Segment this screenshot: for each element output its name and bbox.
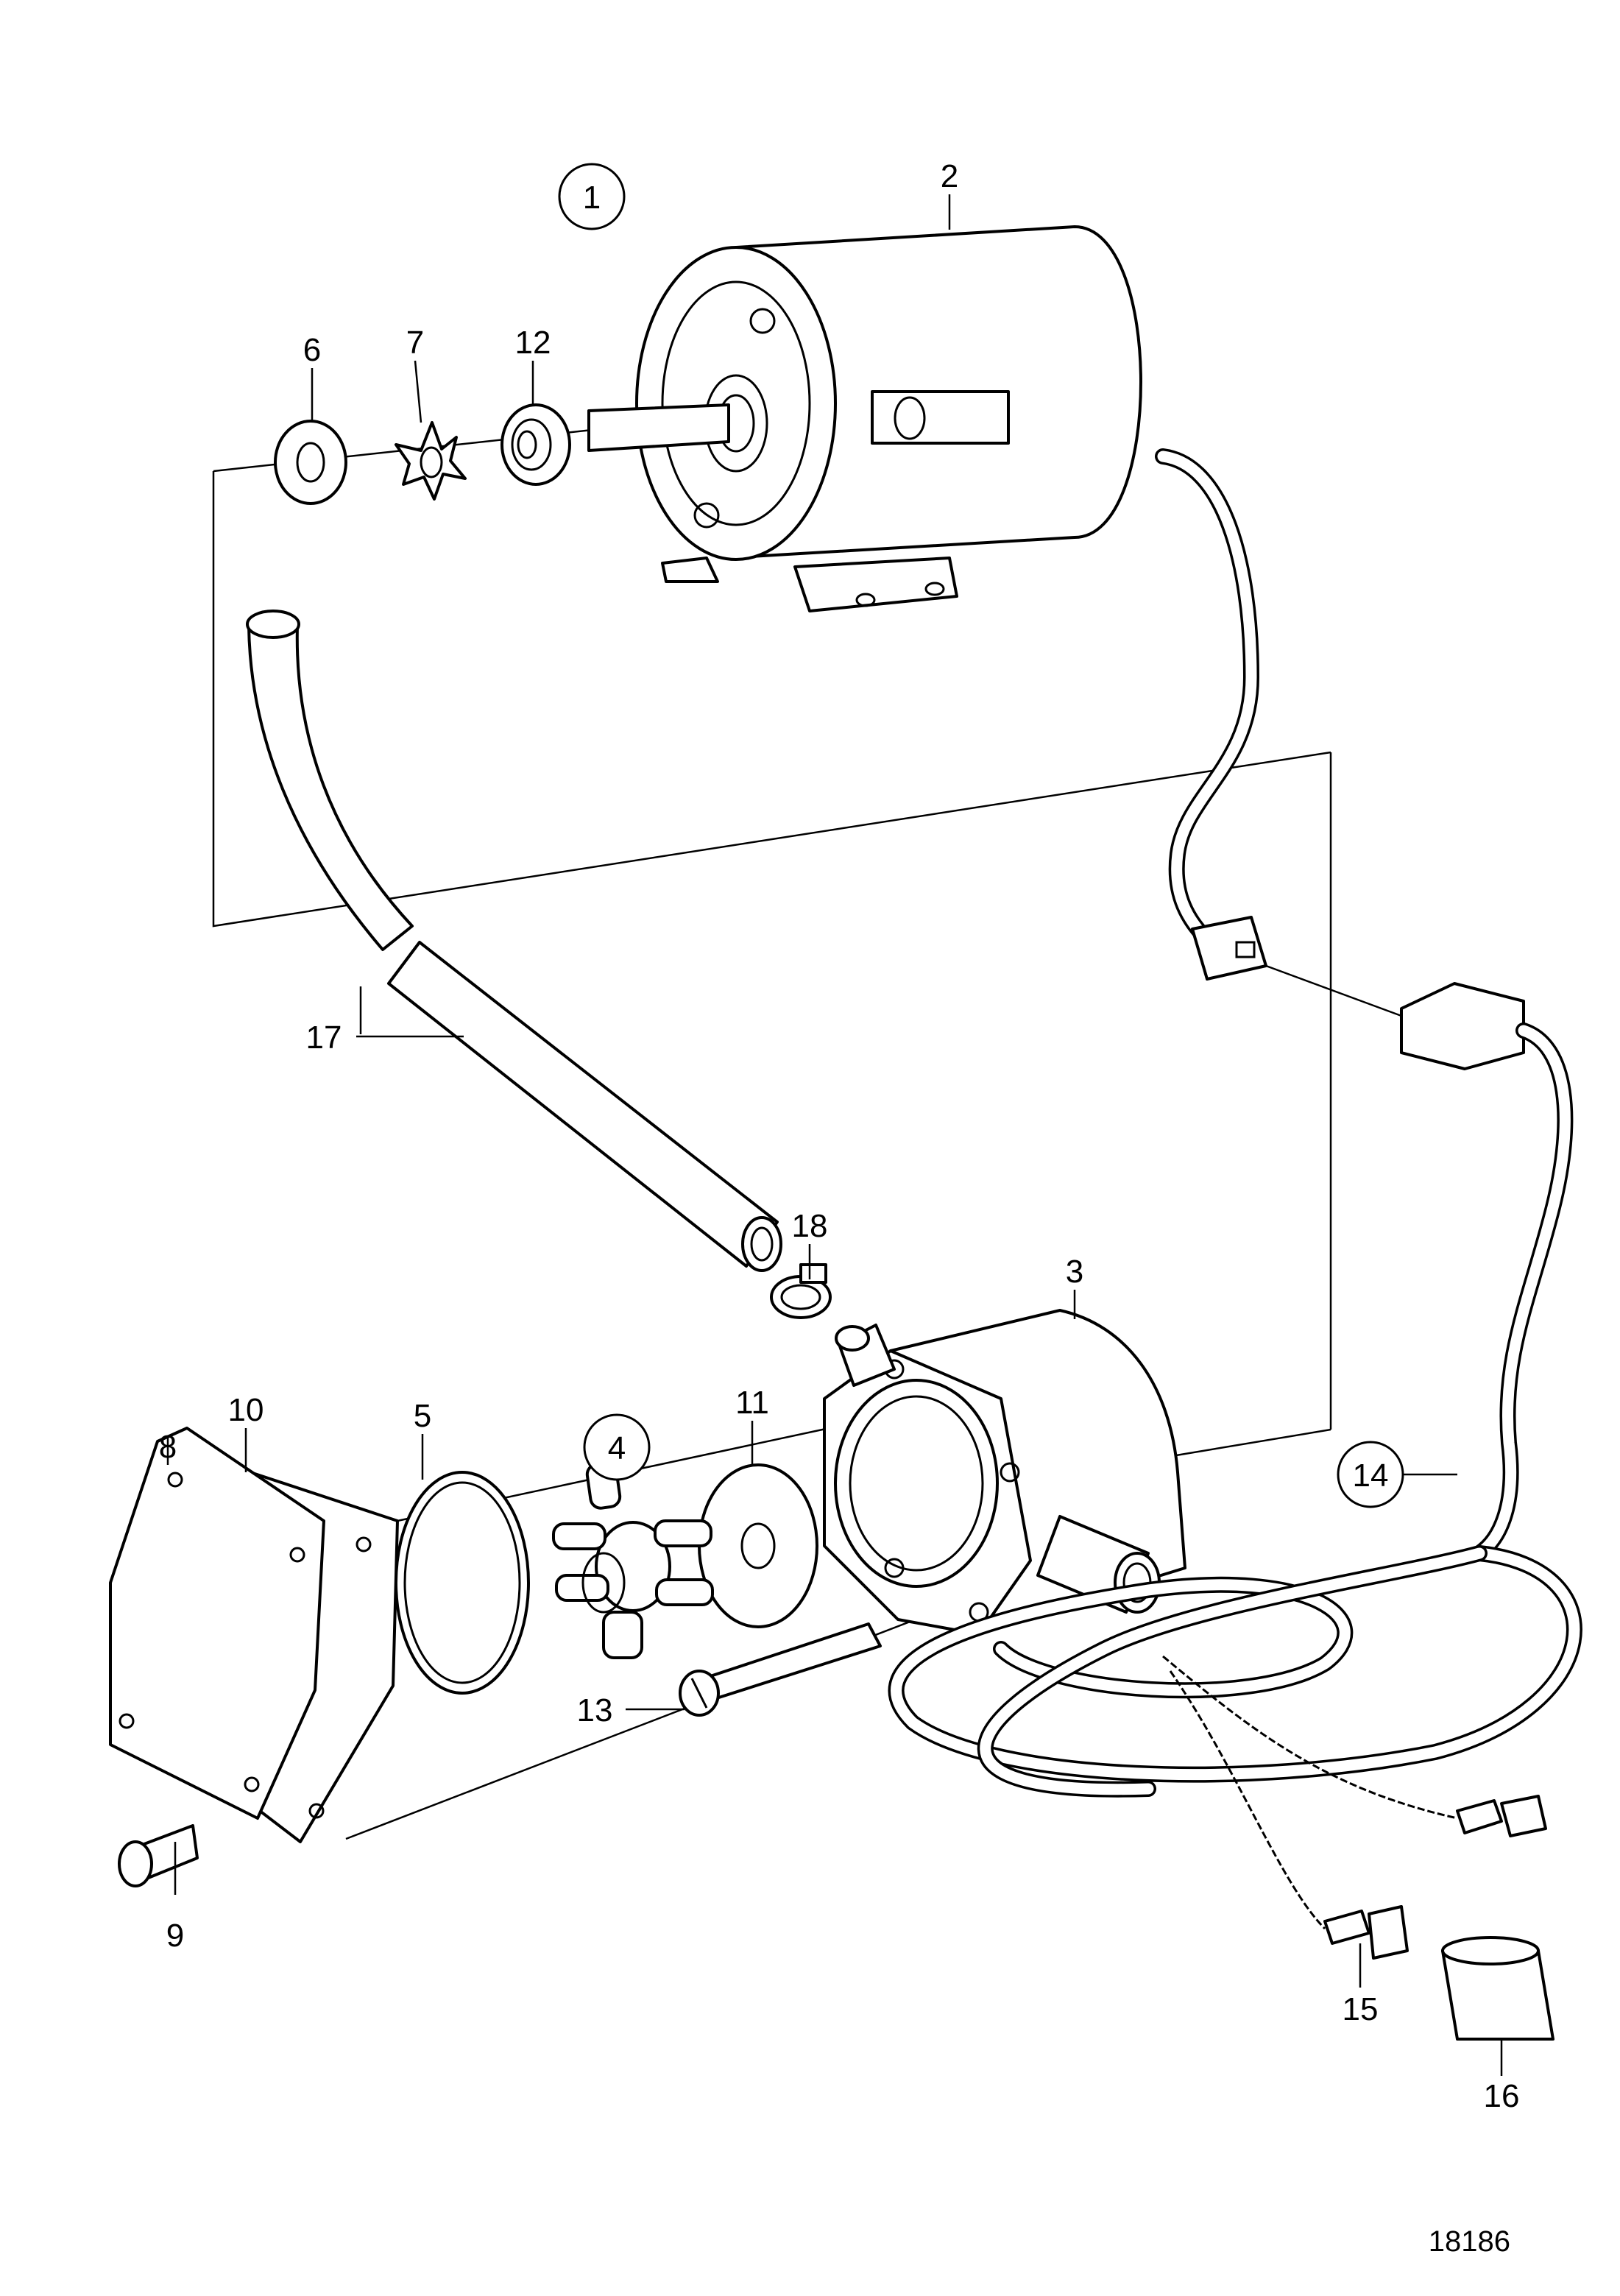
- cover-screw: [118, 1824, 199, 1887]
- callout-label-6: 6: [303, 332, 321, 368]
- cover-plate: [109, 1427, 325, 1820]
- ball-bearing: [500, 403, 571, 486]
- assembly-frame: [212, 471, 1332, 1459]
- drive-gear: [395, 421, 467, 501]
- long-screw: [679, 1622, 882, 1717]
- callout-label-17: 17: [306, 1020, 342, 1056]
- callout-label-15: 15: [1343, 1991, 1379, 2027]
- callout-label-8: 8: [159, 1429, 177, 1465]
- callout-label-2: 2: [941, 158, 958, 194]
- drawing-number: 18186: [1429, 2225, 1510, 2258]
- callout-label-3: 3: [1066, 1254, 1083, 1290]
- callout-label-1: 1: [583, 180, 601, 216]
- callout-leader-lines: [166, 194, 1503, 2076]
- hose-clamp: [770, 1263, 832, 1319]
- callout-circle-1: [558, 163, 626, 230]
- callout-label-9: 9: [166, 1918, 184, 1954]
- shaft-seal: [274, 420, 347, 505]
- electric-motor: [587, 225, 1142, 612]
- hose: [246, 610, 782, 1272]
- callout-label-18: 18: [792, 1208, 828, 1244]
- o-ring: [395, 1471, 530, 1695]
- callout-label-11: 11: [735, 1385, 769, 1421]
- callout-label-10: 10: [228, 1392, 264, 1428]
- callout-label-5: 5: [414, 1398, 431, 1434]
- cable-terminals: [1323, 1795, 1547, 1960]
- motor-cable: [1155, 448, 1259, 950]
- callout-label-4: 4: [608, 1430, 626, 1466]
- callout-label-7: 7: [406, 325, 424, 361]
- connector-plug: [1400, 982, 1525, 1070]
- callout-label-13: 13: [577, 1692, 613, 1728]
- impeller: [552, 1461, 714, 1659]
- callout-label-12: 12: [515, 325, 551, 361]
- protective-cap: [1441, 1936, 1554, 2041]
- callout-label-16: 16: [1484, 2078, 1520, 2114]
- callout-label-14: 14: [1353, 1458, 1389, 1494]
- callout-circle-14: [1337, 1441, 1404, 1508]
- wear-washer: [698, 1463, 818, 1628]
- connector-alignment-line: [1265, 964, 1402, 1017]
- cable-harness: [888, 1022, 1582, 1930]
- pump-housing: [823, 1309, 1186, 1636]
- callout-circle-4: [583, 1413, 651, 1481]
- connector-socket: [1191, 916, 1267, 981]
